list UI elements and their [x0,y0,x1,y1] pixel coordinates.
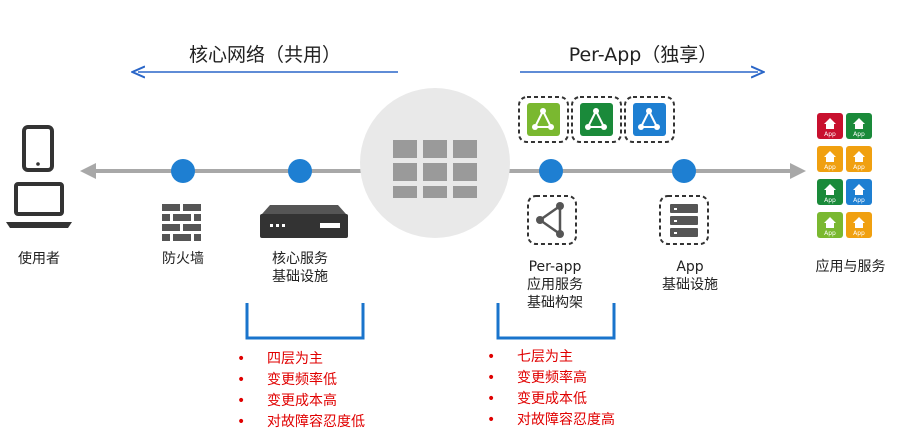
label-apps-services: 应用与服务 [815,259,886,275]
firewall-icon [162,204,201,241]
central-building-icon [360,88,510,238]
app-tile-label: App [853,131,865,138]
phone-icon [22,125,54,172]
left-bullet-item: 变更成本高 [237,391,365,412]
app-tile-label: App [824,197,836,204]
node-per-app [539,159,563,183]
node-core-services [288,159,312,183]
label-user: 使用者 [18,251,60,267]
app-tile-label: App [853,230,865,237]
right-arrowhead [790,163,806,179]
app-icon-lime [518,96,569,143]
left-bullet-list: 四层为主 变更频率低 变更成本高 对故障容忍度低 [237,349,365,433]
app-tile-label: App [853,197,865,204]
label-core-services-2: 基础设施 [272,269,328,285]
right-bullet-item: 变更成本低 [487,389,615,410]
label-per-app-1: Per-app [528,259,582,275]
right-bullet-item: 对故障容忍度高 [487,410,615,431]
server-rack-icon [260,205,348,238]
label-per-app-3: 基础构架 [527,295,583,311]
node-app-infra [672,159,696,183]
label-per-app-2: 应用服务 [527,277,583,293]
app-tile-icon: App [846,212,872,238]
app-tile-icon: App [817,179,843,205]
header-per-app: Per-App（独享） [568,44,718,66]
app-tile-label: App [824,131,836,138]
right-bullet-item: 七层为主 [487,347,615,368]
app-icon-blue [624,96,675,143]
right-bullet-list: 七层为主 变更频率高 变更成本低 对故障容忍度高 [487,347,615,431]
node-firewall [171,159,195,183]
left-arrowhead [80,163,96,179]
app-tile-label: App [824,164,836,171]
right-bracket [496,303,616,340]
per-app-service-icon [527,195,577,245]
header-shared-network: 核心网络（共用） [188,44,341,66]
app-icon-green [571,96,622,143]
app-tile-icon: App [846,146,872,172]
app-tile-icon: App [846,113,872,139]
app-tile-icon: App [817,113,843,139]
left-bullet-item: 变更频率低 [237,370,365,391]
label-firewall: 防火墙 [162,251,204,267]
app-tile-icon: App [846,179,872,205]
left-bullet-item: 对故障容忍度低 [237,412,365,433]
left-bullet-item: 四层为主 [237,349,365,370]
laptop-icon [6,182,72,228]
app-tile-icon: App [817,212,843,238]
app-server-icon [659,195,709,245]
app-tile-icon: App [817,146,843,172]
left-bracket [245,303,365,340]
label-app-infra-2: 基础设施 [662,277,718,293]
app-tile-label: App [824,230,836,237]
label-core-services-1: 核心服务 [272,251,328,267]
right-bullet-item: 变更频率高 [487,368,615,389]
app-tile-label: App [853,164,865,171]
label-app-infra-1: App [676,259,704,275]
